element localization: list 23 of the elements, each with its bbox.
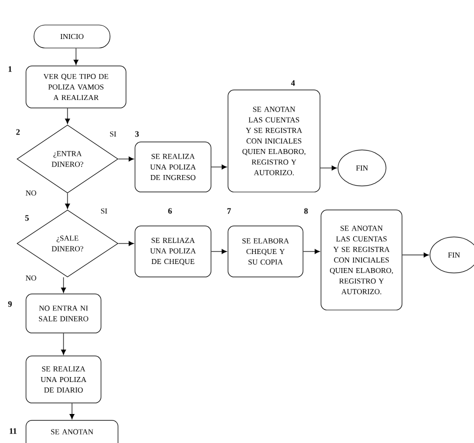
arrow [70,402,74,420]
step-number: 8 [304,208,308,214]
step-number: 9 [8,301,12,307]
step-number: 5 [25,215,29,221]
step-number: 7 [227,208,231,214]
step-number: 6 [168,208,172,214]
arrow [65,108,70,124]
arrow [65,192,70,209]
arrow [61,276,66,293]
arrow [320,166,337,170]
arrow [74,48,78,65]
step-number: 2 [16,129,20,135]
step-number: 4 [291,80,295,86]
arrow [303,249,320,254]
step-number: 11 [10,428,16,434]
arrow [61,332,66,355]
arrow [118,156,134,162]
arrow [402,252,429,258]
step-number: 1 [8,66,12,72]
arrow [211,249,227,254]
step-number: 3 [135,131,139,137]
arrow [211,164,227,170]
arrow [118,241,134,246]
